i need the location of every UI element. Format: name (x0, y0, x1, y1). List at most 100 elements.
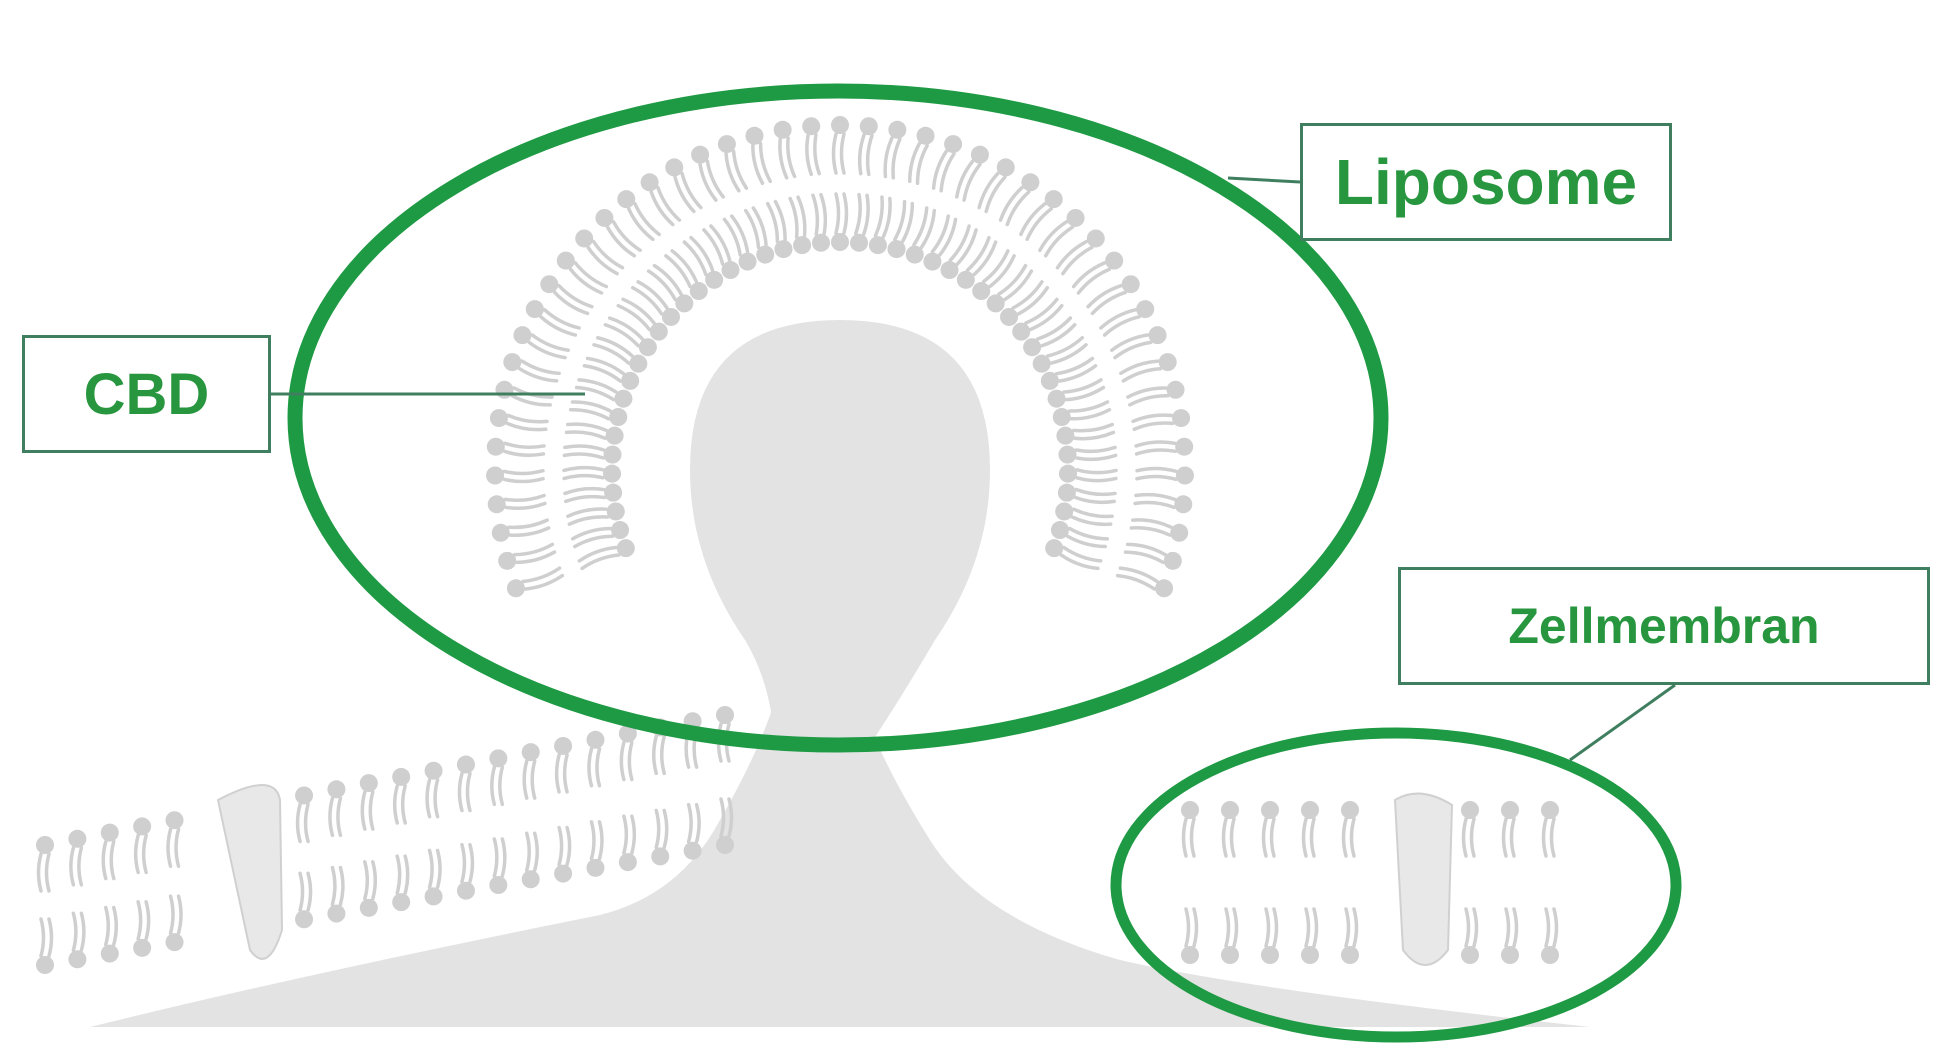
lipid-molecule (486, 466, 545, 485)
cbd-label-box: CBD (22, 335, 271, 453)
lipid-molecule (133, 900, 152, 957)
lipid-molecule (1135, 466, 1194, 485)
lipid-molecule (68, 829, 87, 887)
lipid-molecule (525, 300, 581, 337)
lipid-molecule (1541, 801, 1559, 858)
lipid-molecule (868, 195, 892, 255)
lipid-molecule (717, 135, 749, 193)
lipid-molecule (1055, 502, 1114, 527)
lipid-molecule (883, 120, 907, 180)
lipid-molecule (1221, 801, 1239, 858)
lipid-molecule (773, 120, 797, 180)
liposome-ring (287, 83, 1389, 753)
lipid-molecule (574, 378, 633, 408)
lipid-molecule (1023, 316, 1077, 357)
lipid-molecule (1052, 400, 1112, 427)
lipid-molecule (487, 493, 547, 514)
lipid-molecule (618, 724, 637, 782)
zellmembran-ring (1110, 727, 1682, 1043)
lipid-molecule (486, 437, 546, 458)
lipid-molecule (586, 730, 605, 788)
lipid-molecule (977, 158, 1015, 214)
lipid-molecule (327, 780, 346, 838)
lipid-molecule (562, 464, 622, 483)
lipid-molecule (956, 235, 998, 289)
lipid-molecule (359, 860, 378, 917)
lipid-molecule (554, 736, 573, 794)
lipid-molecule (582, 356, 640, 390)
lipid-molecule (1261, 907, 1279, 964)
lipid-molecule (646, 263, 694, 313)
lipid-molecule (506, 566, 565, 598)
lipid-molecule (788, 195, 812, 255)
lipid-molecule (1099, 300, 1155, 337)
lipid-molecule (691, 145, 725, 202)
lipid-molecule (931, 135, 963, 193)
lipid-molecule (1056, 422, 1116, 445)
lipid-molecule (940, 224, 978, 280)
liposome-core (690, 320, 990, 760)
lipid-molecule (327, 865, 346, 923)
lipid-molecule (1119, 353, 1177, 383)
lipid-molecule (424, 848, 443, 906)
lipid-molecule (424, 761, 443, 819)
lipid-molecule (577, 539, 635, 571)
lipid-molecule (1123, 542, 1182, 570)
lipid-molecule (745, 126, 772, 186)
lipid-molecule (489, 837, 508, 894)
lipid-molecule (540, 275, 594, 316)
lipid-molecule (630, 280, 680, 326)
lipid-molecule (811, 192, 830, 252)
lipid-molecule (295, 786, 314, 844)
lipid-molecule (359, 774, 378, 831)
lipid-molecule (923, 214, 958, 271)
lipid-molecule (165, 894, 184, 952)
lipid-molecule (1501, 801, 1519, 858)
lipid-molecule (491, 518, 551, 542)
lipid-molecule (1055, 229, 1105, 276)
lipid-molecule (1301, 801, 1319, 858)
lipid-molecule (955, 145, 989, 202)
lipid-molecule (887, 199, 915, 259)
lipid-molecule (1086, 275, 1140, 316)
lipid-molecule (165, 811, 184, 868)
lipid-molecule (1461, 907, 1479, 964)
lipid-molecule (1050, 521, 1110, 549)
lipid-molecule (905, 206, 937, 264)
lipid-molecule (521, 831, 540, 889)
lipid-molecule (566, 502, 625, 526)
lipid-molecule (1058, 445, 1118, 464)
lipid-molecule (1221, 907, 1239, 964)
lipid-molecule (986, 263, 1034, 313)
lipid-molecule (1071, 251, 1124, 295)
lipid-molecule (682, 235, 724, 289)
cell-body (90, 700, 1590, 1027)
liposome-label-box: Liposome (1300, 123, 1672, 241)
lipid-molecule (702, 224, 740, 280)
lipid-molecule (100, 823, 119, 881)
lipid-molecule (489, 409, 549, 432)
lipid-molecule (1000, 280, 1050, 326)
lipid-molecule (1341, 801, 1359, 858)
lipid-molecule (595, 208, 642, 258)
lipid-molecule (563, 483, 623, 504)
lipid-molecule (640, 173, 682, 227)
lipid-molecule (716, 797, 734, 854)
liposome-leader-line (1227, 176, 1301, 184)
lipid-molecule (456, 842, 475, 900)
lipid-molecule (1131, 409, 1191, 432)
lipid-molecule (521, 743, 540, 800)
lipid-molecule (133, 817, 152, 875)
lipid-molecule (1261, 801, 1279, 858)
lipid-molecule (1181, 907, 1199, 964)
lipid-molecule (616, 297, 668, 341)
lipid-molecule (586, 820, 605, 877)
liposome-label: Liposome (1334, 146, 1638, 218)
lipid-molecule (1032, 336, 1088, 373)
membrane-protein (1393, 792, 1454, 966)
lipid-molecule (575, 229, 625, 276)
lipid-molecule (831, 116, 849, 175)
lipid-bilayer (486, 116, 1194, 598)
lipid-molecule (562, 444, 622, 464)
